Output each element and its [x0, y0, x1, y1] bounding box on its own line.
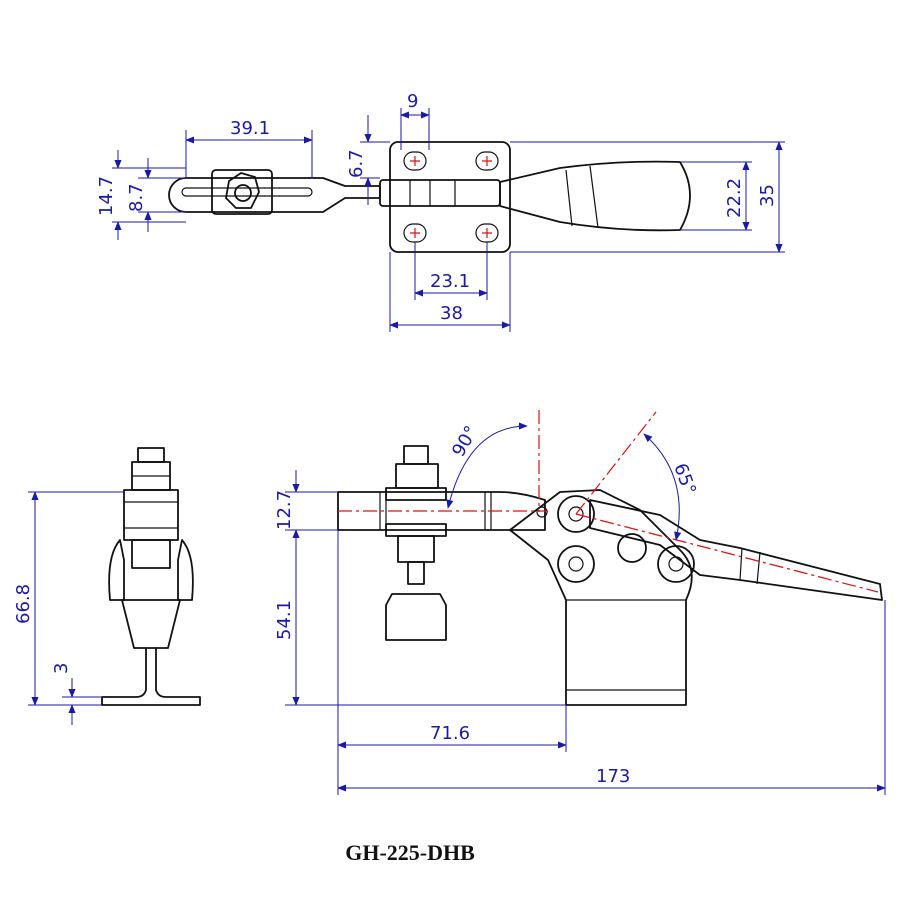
- side-base: [101, 647, 201, 706]
- dim-3: 3: [51, 663, 72, 674]
- front-washer: [385, 487, 447, 501]
- front-rubber-tip: [385, 593, 447, 641]
- front-pivot-mid: [617, 533, 647, 563]
- top-dimensions: 9 39.1 6.7 14.7 8.7 22.2 35: [96, 91, 785, 332]
- front-angle-dims: 90° 65°: [446, 422, 700, 541]
- model-title: GH-225-DHB: [345, 840, 475, 865]
- front-body: [509, 489, 693, 706]
- top-hex-nut: [225, 172, 260, 209]
- side-lower-nut: [131, 539, 171, 569]
- side-view: 66.8 3: [13, 447, 201, 725]
- dim-angle-65: 65°: [669, 461, 700, 498]
- dim-22-2: 22.2: [724, 178, 745, 218]
- top-link-bar: [168, 177, 381, 213]
- dim-6-7: 6.7: [346, 149, 367, 178]
- dim-8-7: 8.7: [126, 183, 147, 212]
- dim-71-6: 71.6: [430, 723, 470, 744]
- dim-38: 38: [440, 303, 463, 324]
- front-top-nut: [395, 463, 439, 489]
- dim-54-1: 54.1: [274, 600, 295, 640]
- side-dimensions: 66.8 3: [13, 491, 124, 725]
- dim-23-1: 23.1: [430, 271, 470, 292]
- front-view: 90° 65° 12.7 54.1 71.6 173: [274, 410, 886, 795]
- front-spindle: [407, 561, 425, 585]
- front-lower-nut: [397, 535, 435, 563]
- side-linkage: [108, 539, 194, 601]
- dim-12-7: 12.7: [274, 490, 295, 530]
- dim-173: 173: [596, 766, 630, 787]
- top-mounting-holes: [403, 151, 499, 243]
- top-link-slot: [181, 187, 313, 197]
- front-handle: [589, 499, 883, 601]
- front-dimensions: 12.7 54.1 71.6 173: [274, 470, 886, 795]
- top-base-plate: [389, 141, 511, 253]
- dim-66-8: 66.8: [13, 584, 34, 624]
- front-pivot-lower-right: [657, 545, 695, 583]
- dim-9: 9: [407, 91, 418, 112]
- side-arm-block: [123, 489, 179, 541]
- dim-14-7: 14.7: [96, 176, 117, 216]
- front-centerline-angled: [575, 411, 657, 515]
- top-bolt: [234, 184, 252, 202]
- top-arm: [379, 179, 501, 207]
- top-handle: [499, 160, 691, 232]
- front-arm-pin: [536, 506, 548, 518]
- front-pivot-main: [557, 495, 595, 533]
- front-pivot-lower-left: [557, 545, 595, 583]
- side-bolt-tip: [137, 447, 165, 463]
- side-rubber-tip: [121, 599, 181, 649]
- dim-39-1: 39.1: [230, 118, 270, 139]
- top-view: 9 39.1 6.7 14.7 8.7 22.2 35: [96, 91, 785, 332]
- dim-angle-90: 90°: [448, 422, 482, 460]
- front-centerline-handle: [575, 513, 879, 593]
- dim-35: 35: [757, 184, 778, 207]
- top-spindle-block: [211, 169, 273, 215]
- front-bolt-tip: [403, 445, 429, 465]
